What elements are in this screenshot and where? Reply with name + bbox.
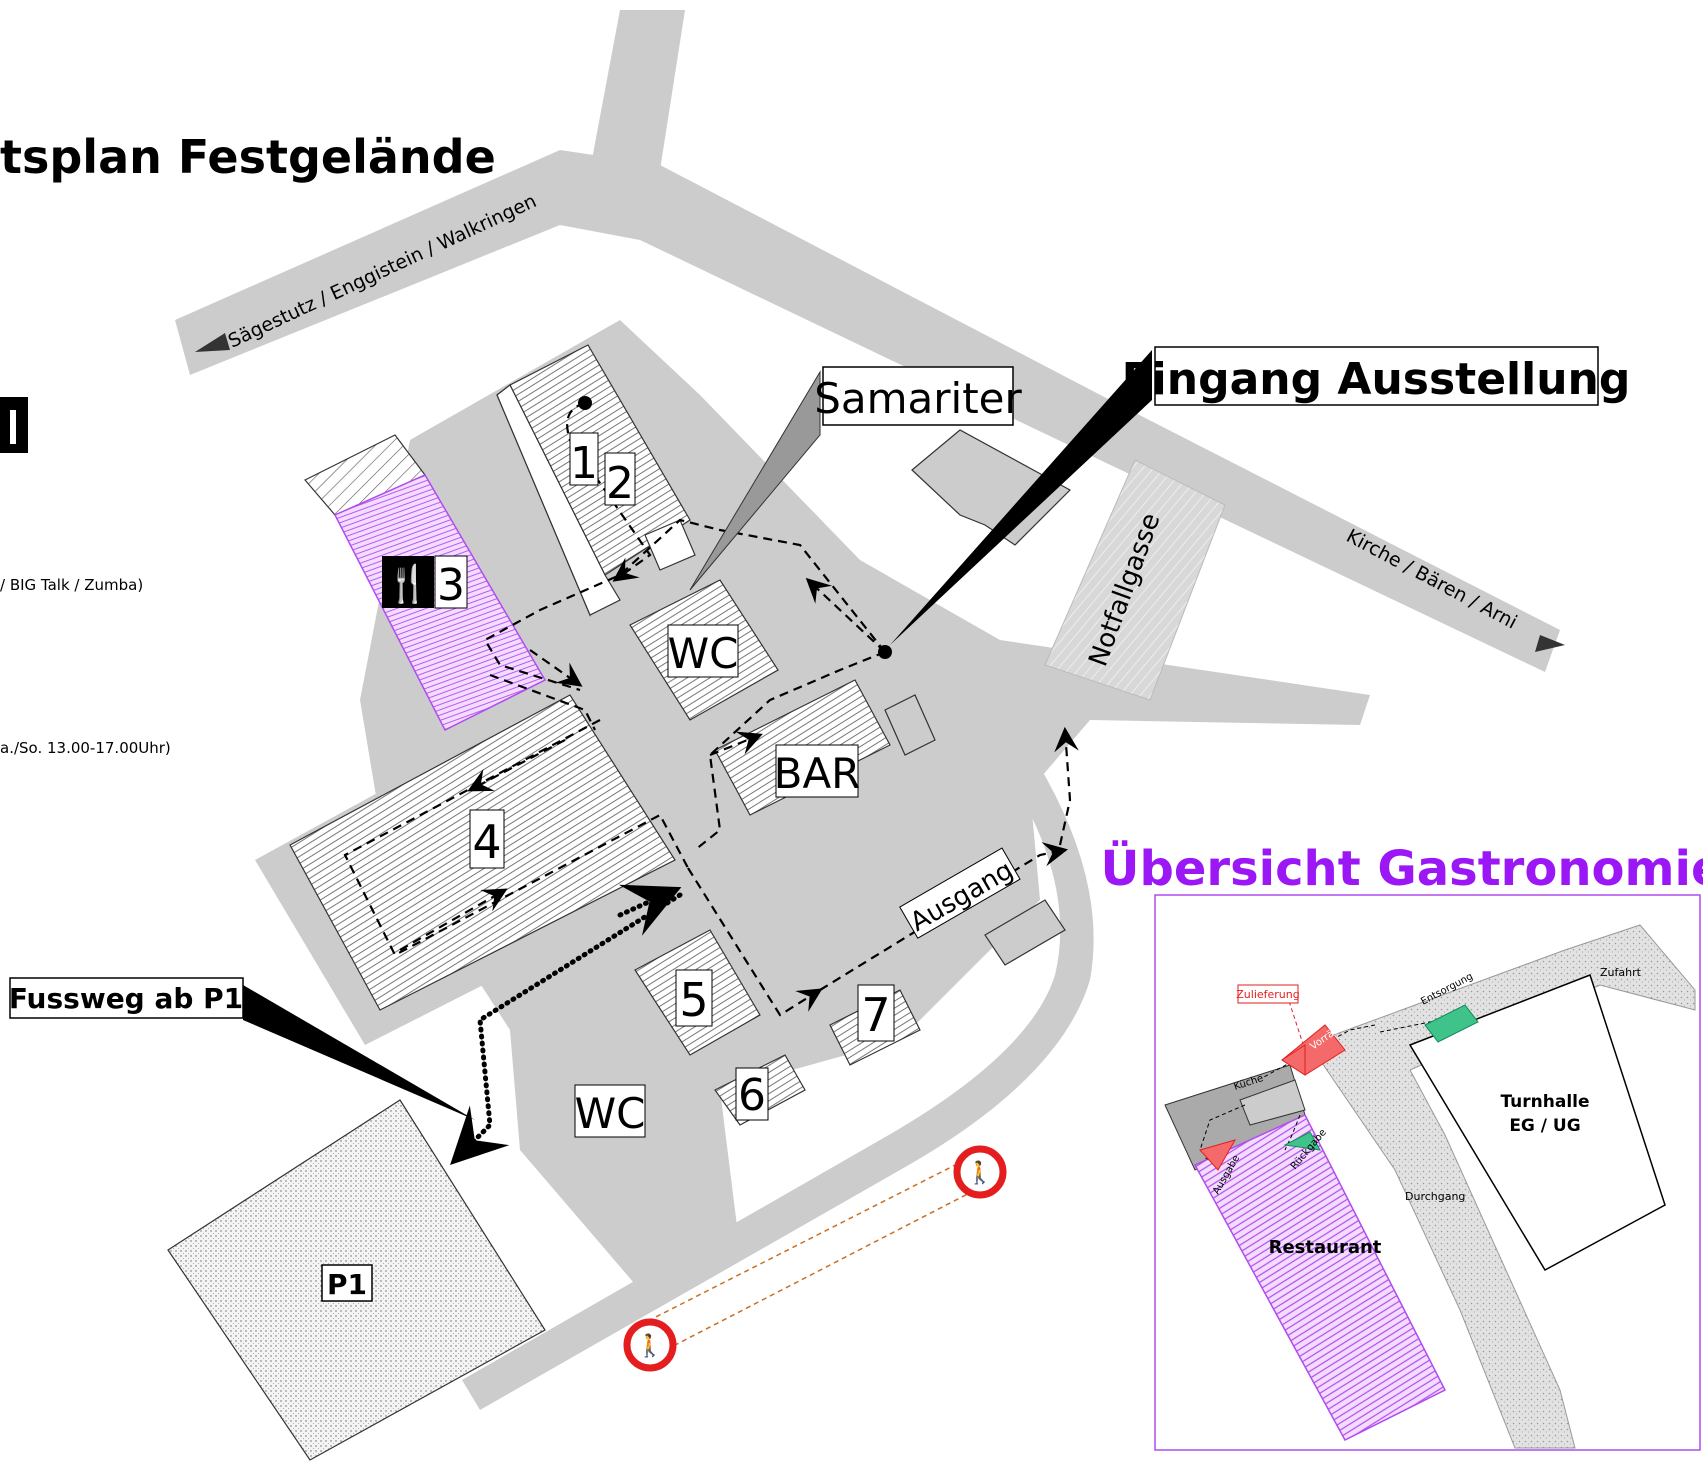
parking-label: P1 [327, 1268, 367, 1301]
building-1-2-annex [644, 519, 696, 571]
gastro-restaurant [1193, 1114, 1447, 1441]
pedestrian-crossing: 🚶 🚶 [623, 1145, 1007, 1372]
label-6: 6 [738, 1070, 766, 1121]
gastro-zufahrt: Zufahrt [1600, 966, 1642, 979]
label-4: 4 [472, 815, 501, 869]
footpath-arrow-top [617, 884, 682, 936]
entrance-label: Eingang Ausstellung [1122, 354, 1631, 405]
gastro-turnhalle-label: Turnhalle [1500, 1092, 1589, 1112]
footpath-label: Fussweg ab P1 [9, 982, 243, 1015]
gastro-restaurant-label: Restaurant [1269, 1237, 1382, 1258]
label-7: 7 [861, 988, 890, 1042]
road-label-north-west: Sägestutz / Enggistein / Walkringen [225, 190, 540, 353]
samariter-box [822, 366, 1014, 426]
left-text-1: / BIG Talk / Zumba) [0, 576, 143, 594]
entrance-dot [878, 645, 892, 659]
gastro-supply-arrow-icon [1281, 1044, 1306, 1076]
samariter-label: Samariter [814, 374, 1022, 423]
label-1: 1 [570, 438, 598, 489]
left-text-2: a./So. 13.00-17.00Uhr) [0, 739, 171, 757]
arrow-left-icon [195, 333, 230, 352]
route-start-dot [578, 396, 592, 410]
pedestrian-sign-icon: 🚶 [623, 1318, 677, 1372]
label-2: 2 [606, 458, 634, 509]
map-title: tsplan Festgelände [0, 130, 496, 184]
road-south-curve [462, 735, 1094, 1410]
entrance-box [1154, 346, 1599, 406]
label-5: 5 [679, 973, 708, 1027]
wc-bottom-label: WC [575, 1089, 646, 1138]
gastro-title: Übersicht Gastronomie [1101, 840, 1703, 897]
gastro-kueche-inner [1239, 1079, 1306, 1126]
entrance-pointer [890, 350, 1152, 645]
label-3: 3 [437, 560, 465, 611]
footpath-from-p1 [450, 892, 683, 1165]
building-1-2-front [496, 384, 621, 616]
wc-top-label: WC [668, 629, 739, 678]
svg-text:🚶: 🚶 [636, 1333, 663, 1359]
svg-text:🍴: 🍴 [386, 563, 431, 605]
fork-knife-icon: 🍴 [382, 556, 434, 608]
fire-lane [1044, 459, 1226, 701]
svg-text:🚶: 🚶 [966, 1160, 993, 1186]
gastro-durchgang: Durchgang [1405, 1190, 1465, 1203]
gastro-turnhalle-sub: EG / UG [1509, 1116, 1580, 1136]
gastro-rueckgabe-marker [1283, 1131, 1321, 1151]
number-labels: 1 2 🍴 3 4 5 6 7 [382, 432, 895, 1121]
gastro-inset: Zulieferung Vorräte Entsorgung Zufahrt K… [1154, 894, 1701, 1451]
gastro-turnhalle [1408, 974, 1666, 1272]
bar-annex [884, 694, 936, 756]
gastro-entsorgung-marker [1424, 1004, 1479, 1043]
building-samariter [911, 429, 1071, 546]
arrow-right-icon [1535, 635, 1565, 652]
gastro-zulieferung: Zulieferung [1236, 988, 1299, 1001]
small-structure [984, 899, 1066, 966]
road-north [590, 10, 685, 170]
restaurant-icon-partial [0, 397, 28, 453]
pedestrian-sign-icon: 🚶 [953, 1145, 1007, 1199]
footpath-box [9, 977, 244, 1019]
samariter-pointer [689, 370, 821, 591]
footpath-pointer [243, 985, 475, 1120]
bar-label: BAR [774, 749, 861, 798]
gastro-ausgabe-marker [1199, 1139, 1237, 1171]
gastro-zufahrt-road [1319, 924, 1696, 1449]
